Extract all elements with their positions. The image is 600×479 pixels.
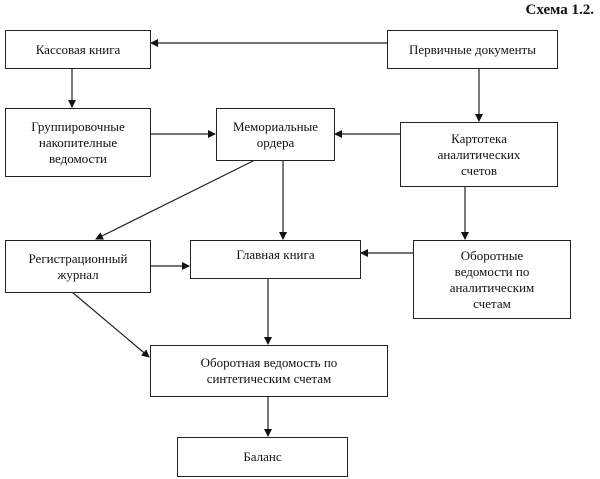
node-label: Кассовая книга bbox=[35, 41, 121, 57]
node-turnover-synthetic: Оборотная ведомость по синтетическим сче… bbox=[150, 345, 388, 397]
node-label: Оборотная ведомость по синтетическим сче… bbox=[200, 355, 338, 386]
node-label: Главная книга bbox=[236, 247, 315, 262]
node-general-ledger: Главная книга bbox=[190, 240, 361, 279]
node-label: Баланс bbox=[243, 449, 282, 464]
edge-memorial-to-registration bbox=[95, 159, 256, 240]
node-grouping-statements: Группировочные накопителные ведомости bbox=[5, 108, 151, 177]
node-label: Картотека аналитических счетов bbox=[437, 130, 521, 178]
node-cash-book: Кассовая книга bbox=[5, 30, 151, 69]
node-registration-journal: Регистрационный журнал bbox=[5, 240, 151, 293]
node-label: Первичные документы bbox=[409, 41, 536, 57]
diagram-title: Схема 1.2. bbox=[525, 2, 594, 18]
node-label: Мемориальные ордера bbox=[232, 118, 319, 150]
node-memorial-orders: Мемориальные ордера bbox=[216, 108, 335, 161]
node-balance: Баланс bbox=[177, 437, 348, 477]
node-label: Оборотные ведомости по аналитическим сче… bbox=[449, 247, 535, 311]
node-turnover-analytic: Оборотные ведомости по аналитическим сче… bbox=[413, 240, 571, 319]
node-primary-documents: Первичные документы bbox=[387, 30, 558, 69]
node-card-index: Картотека аналитических счетов bbox=[400, 122, 558, 187]
node-label: Группировочные накопителные ведомости bbox=[31, 118, 125, 166]
edge-registration-to-synthetic bbox=[71, 291, 150, 358]
node-label: Регистрационный журнал bbox=[28, 250, 128, 282]
